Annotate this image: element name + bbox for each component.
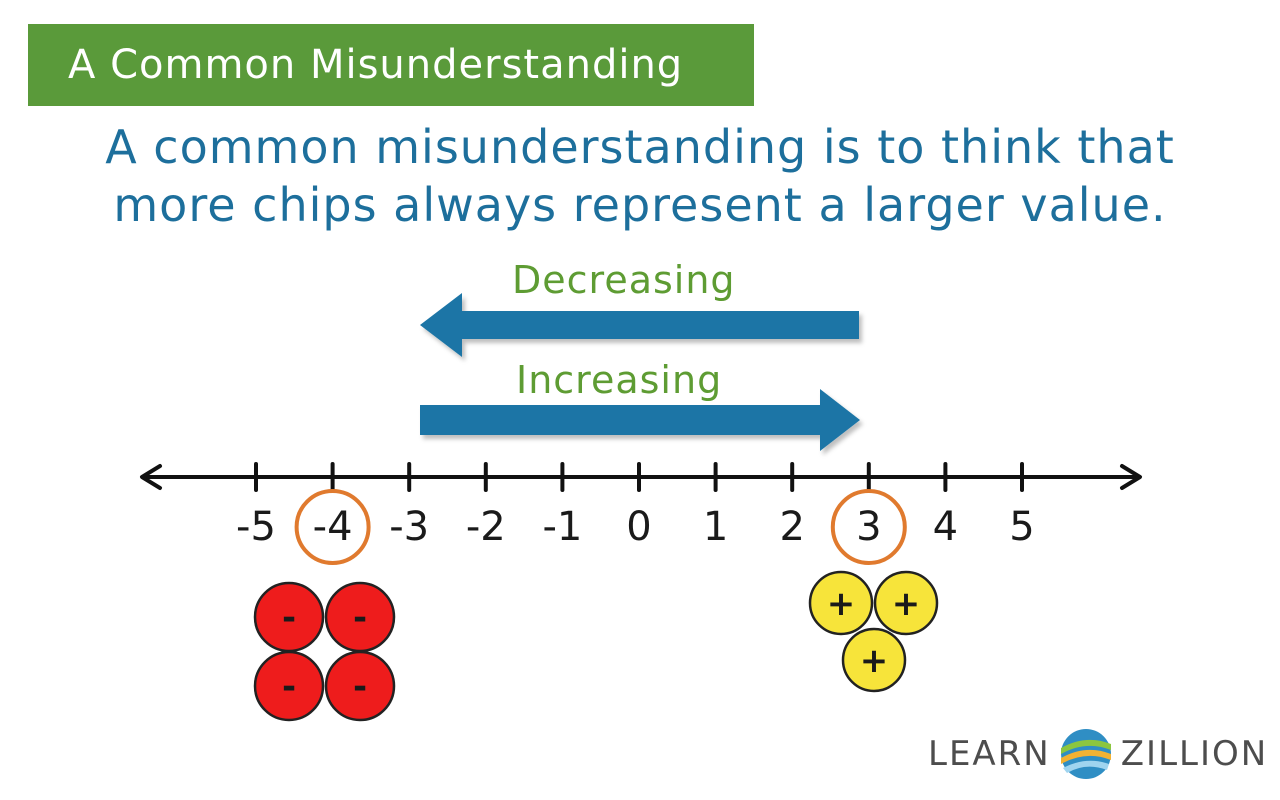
statement-line-1: A common misunderstanding is to think th… [105,120,1175,174]
chip [253,650,325,722]
chip-sign: - [353,598,367,638]
value-circle [294,489,371,565]
tick-label: -2 [466,504,506,550]
chip-sign: - [282,598,296,638]
learnzillion-logo: LEARN ZILLION [928,726,1268,782]
chip [808,570,874,636]
circled-values [294,489,907,565]
tick-label: -1 [542,504,582,550]
positive-chips: +++ [808,570,939,693]
tick-label: 5 [1009,504,1034,550]
increasing-label: Increasing [516,358,723,402]
chip-sign: - [282,667,296,707]
statement-line-2: more chips always represent a larger val… [113,178,1167,232]
tick-label: 4 [933,504,958,550]
tick-label: 1 [703,504,728,550]
tick-label: -4 [313,504,353,550]
logo-globe-icon [1060,729,1111,779]
chip-sign: + [860,641,889,681]
tick-label: 3 [856,504,881,550]
chip-sign: - [353,667,367,707]
number-line-ticks [254,462,1024,492]
decreasing-label: Decreasing [512,258,736,302]
value-circle [830,489,907,565]
tick-label: 0 [626,504,651,550]
title-banner: A Common Misunderstanding [28,24,754,106]
chip [873,570,939,636]
increasing-arrow [420,389,860,451]
chip [324,650,396,722]
chip [841,627,907,693]
logo-right-word: ZILLION [1120,734,1269,774]
page-title: A Common Misunderstanding [68,42,684,88]
chip-sign: + [892,584,921,624]
decreasing-arrow [420,293,859,357]
tick-label: -3 [389,504,429,550]
tick-label: 2 [779,504,804,550]
negative-chips: - - - - [253,581,396,722]
tick-label: -5 [236,504,276,550]
chip-sign: + [827,584,856,624]
number-line-tick-labels: -5 -4 -3 -2 -1 0 1 2 3 4 5 [236,504,1035,550]
statement-text: A common misunderstanding is to think th… [60,118,1220,234]
logo-left-word: LEARN [928,734,1051,774]
